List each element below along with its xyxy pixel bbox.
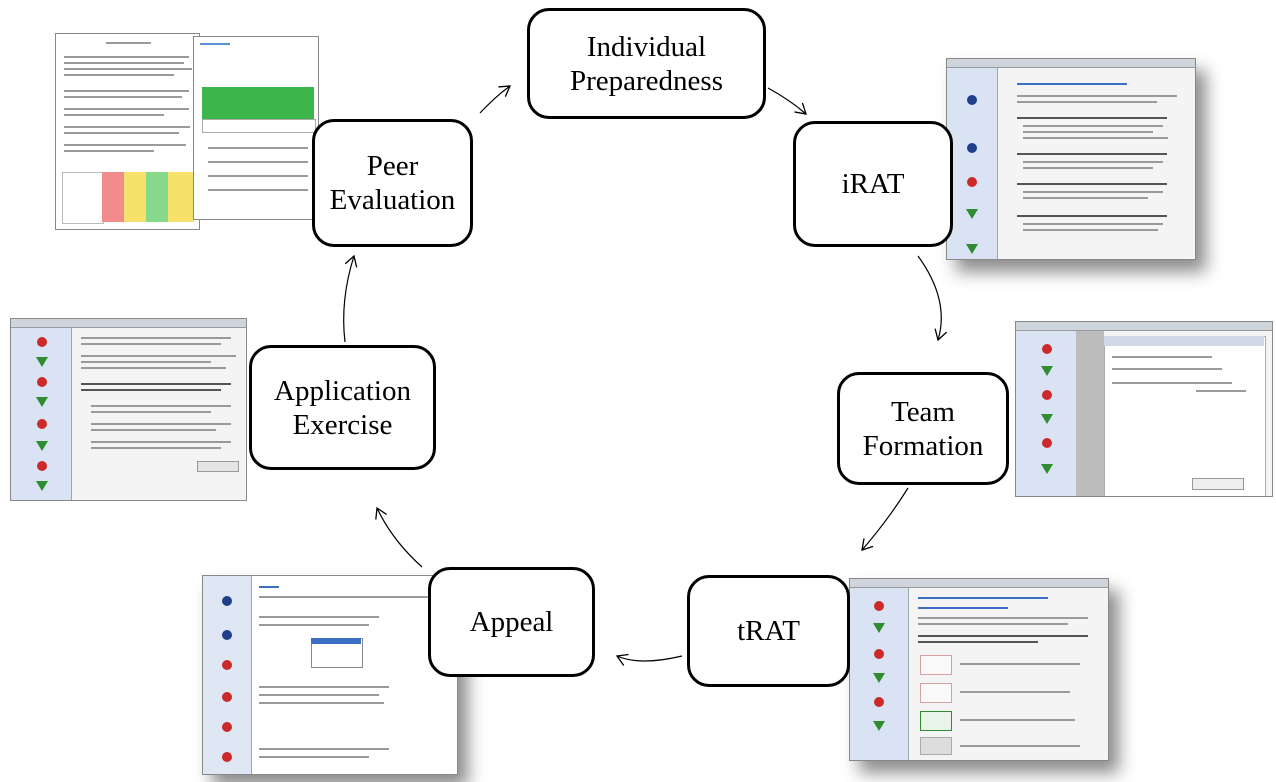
peer-evaluation-dialog-screenshot (193, 36, 319, 220)
node-irat: iRAT (793, 121, 953, 247)
node-application-exercise: Application Exercise (249, 345, 436, 470)
arrow-team-to-trat (861, 487, 909, 551)
node-team-formation: Team Formation (837, 372, 1009, 485)
appeal-screenshot (202, 575, 458, 775)
irat-screenshot (946, 58, 1196, 260)
arrow-appeal-to-application (375, 506, 423, 568)
node-peer-evaluation: Peer Evaluation (312, 119, 473, 247)
node-appeal-label: Appeal (469, 606, 554, 638)
node-irat-label: iRAT (841, 168, 905, 200)
arrow-trat-to-appeal (615, 653, 683, 666)
arrow-application-to-peer (343, 254, 358, 343)
node-appeal: Appeal (428, 567, 595, 677)
arrow-peer-to-prep (479, 85, 512, 114)
node-individual-preparedness: Individual Preparedness (527, 8, 766, 119)
node-peer-evaluation-label: Peer Evaluation (329, 150, 456, 216)
trat-screenshot (849, 578, 1109, 761)
node-individual-preparedness-label: Individual Preparedness (569, 30, 723, 97)
team-formation-screenshot (1015, 321, 1273, 497)
node-trat: tRAT (687, 575, 850, 687)
node-team-formation-label: Team Formation (862, 395, 984, 462)
node-application-exercise-label: Application Exercise (274, 374, 411, 441)
arrow-prep-to-irat (767, 87, 807, 115)
arrow-irat-to-team (917, 255, 948, 342)
node-trat-label: tRAT (737, 615, 800, 647)
application-exercise-screenshot (10, 318, 247, 501)
peer-evaluation-screenshot (55, 33, 200, 230)
